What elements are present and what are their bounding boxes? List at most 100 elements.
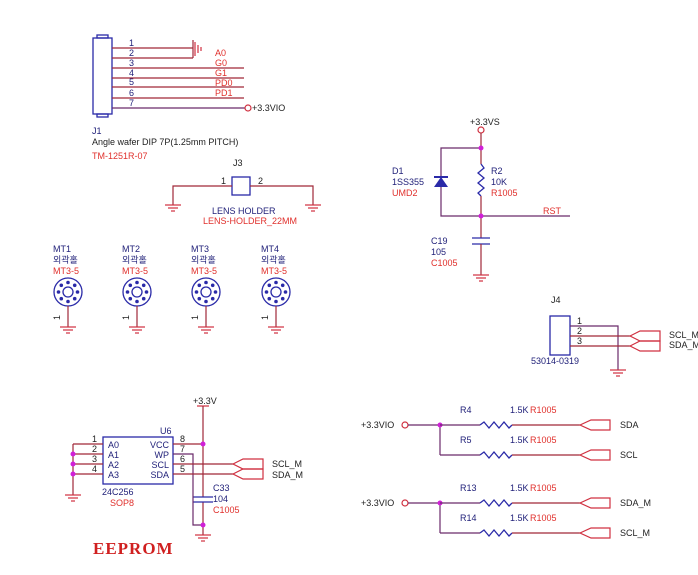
net-label: SCL_M (620, 528, 650, 538)
component-value: 1.5K (510, 435, 529, 445)
ground-icon (60, 326, 76, 334)
pin-number: 2 (129, 48, 134, 58)
ref-designator: R2 (491, 166, 503, 176)
part-number: LENS-HOLDER_22MM (203, 216, 297, 226)
ref-designator: C19 (431, 236, 448, 246)
ground-icon (610, 369, 626, 377)
component-value: 10K (491, 177, 507, 187)
component-description: Angle wafer DIP 7P(1.25mm PITCH) (92, 137, 238, 147)
component-value: 외곽홀 (191, 254, 216, 265)
part-number: MT3-5 (261, 266, 287, 276)
pin-name: A0 (108, 440, 119, 450)
net-label: PD0 (215, 78, 233, 88)
component-value: 1SS355 (392, 177, 424, 187)
part-number: TM-1251R-07 (92, 151, 148, 161)
net-label: SDA (620, 420, 639, 430)
part-number: MT3-5 (122, 266, 148, 276)
connector-j3[interactable]: J3 1 2 LENS HOLDER LENS-HOLDER_22MM (172, 158, 314, 226)
ic-u6[interactable] (102, 436, 174, 485)
offpage-connector-icon (578, 419, 611, 431)
pin-number: 4 (92, 464, 97, 474)
component-value: 104 (213, 494, 228, 504)
pin-name: A1 (108, 450, 119, 460)
ref-designator: J4 (551, 295, 561, 305)
pin-number: 4 (129, 68, 134, 78)
connector-j1[interactable]: 1 2 3 4 5 6 7 A0 G0 G1 PD0 PD1 +3.3VIO J… (92, 34, 285, 161)
ref-designator: D1 (392, 166, 404, 176)
pin-number: 6 (129, 88, 134, 98)
ref-designator: J3 (233, 158, 243, 168)
ref-designator: U6 (160, 426, 172, 436)
pin-name: A3 (108, 470, 119, 480)
pin-number: 1 (121, 315, 131, 320)
net-label: G0 (215, 58, 227, 68)
net-label: A0 (215, 48, 226, 58)
net-label: SCL (620, 450, 638, 460)
net-label: SDA_M (669, 340, 698, 350)
ground-icon (65, 494, 81, 502)
ground-icon (192, 40, 202, 58)
junction-dot (478, 145, 484, 151)
resistor-icon (479, 498, 513, 508)
net-label: SCL_M (669, 330, 698, 340)
power-label: +3.3V (193, 396, 217, 406)
part-number: C1005 (431, 258, 458, 268)
ref-designator: R13 (460, 483, 477, 493)
ground-icon (473, 274, 489, 282)
pin-name: SCL (151, 460, 169, 470)
part-number: R1005 (530, 435, 557, 445)
offpage-connector-icon (578, 449, 611, 461)
resistor-icon (479, 528, 513, 538)
diode-icon (434, 177, 448, 187)
ref-designator: R5 (460, 435, 472, 445)
ref-designator: MT2 (122, 244, 140, 254)
resistor-icon (479, 450, 513, 460)
part-number: MT3-5 (53, 266, 79, 276)
pin-number: 2 (258, 176, 263, 186)
net-label: PD1 (215, 88, 233, 98)
connector-j4[interactable]: J4 1 2 3 SCL_M SDA_M 53014-0319 (531, 295, 698, 370)
ref-designator: R14 (460, 513, 477, 523)
power-label: +3.3VIO (361, 498, 394, 508)
offpage-connector-icon (578, 527, 611, 539)
net-label: SDA_M (272, 470, 303, 480)
net-label: SCL_M (272, 459, 302, 469)
ref-designator: MT4 (261, 244, 279, 254)
mounting-holes: MT1외곽홀MT3-51MT2외곽홀MT3-51MT3외곽홀MT3-51MT4외… (52, 244, 291, 327)
pin-number: 7 (180, 444, 185, 454)
pin-number: 3 (129, 58, 134, 68)
ground-icon (305, 204, 321, 212)
pin-number: 7 (129, 98, 134, 108)
part-number: R1005 (530, 405, 557, 415)
pin-number: 1 (221, 176, 226, 186)
pin-number: 8 (180, 434, 185, 444)
part-number: MT3-5 (191, 266, 217, 276)
pin-number: 1 (52, 315, 62, 320)
section-title: EEPROM (93, 539, 174, 558)
ground-icon (165, 204, 181, 212)
part-number: R1005 (491, 188, 518, 198)
ref-designator: MT1 (53, 244, 71, 254)
pin-number: 3 (577, 336, 582, 346)
junction-dot (478, 213, 484, 219)
net-label: G1 (215, 68, 227, 78)
part-number: R1005 (530, 513, 557, 523)
ground-icon (129, 326, 145, 334)
power-label: +3.3VS (470, 117, 500, 127)
component-value: 1.5K (510, 483, 529, 493)
pin-number: 5 (129, 77, 134, 87)
eeprom-circuit: +3.3V U6 1 2 3 4 A0 A1 A2 A3 8 7 6 5 VC (70, 396, 303, 558)
pin-number: 3 (92, 454, 97, 464)
resistor-icon (479, 420, 513, 430)
